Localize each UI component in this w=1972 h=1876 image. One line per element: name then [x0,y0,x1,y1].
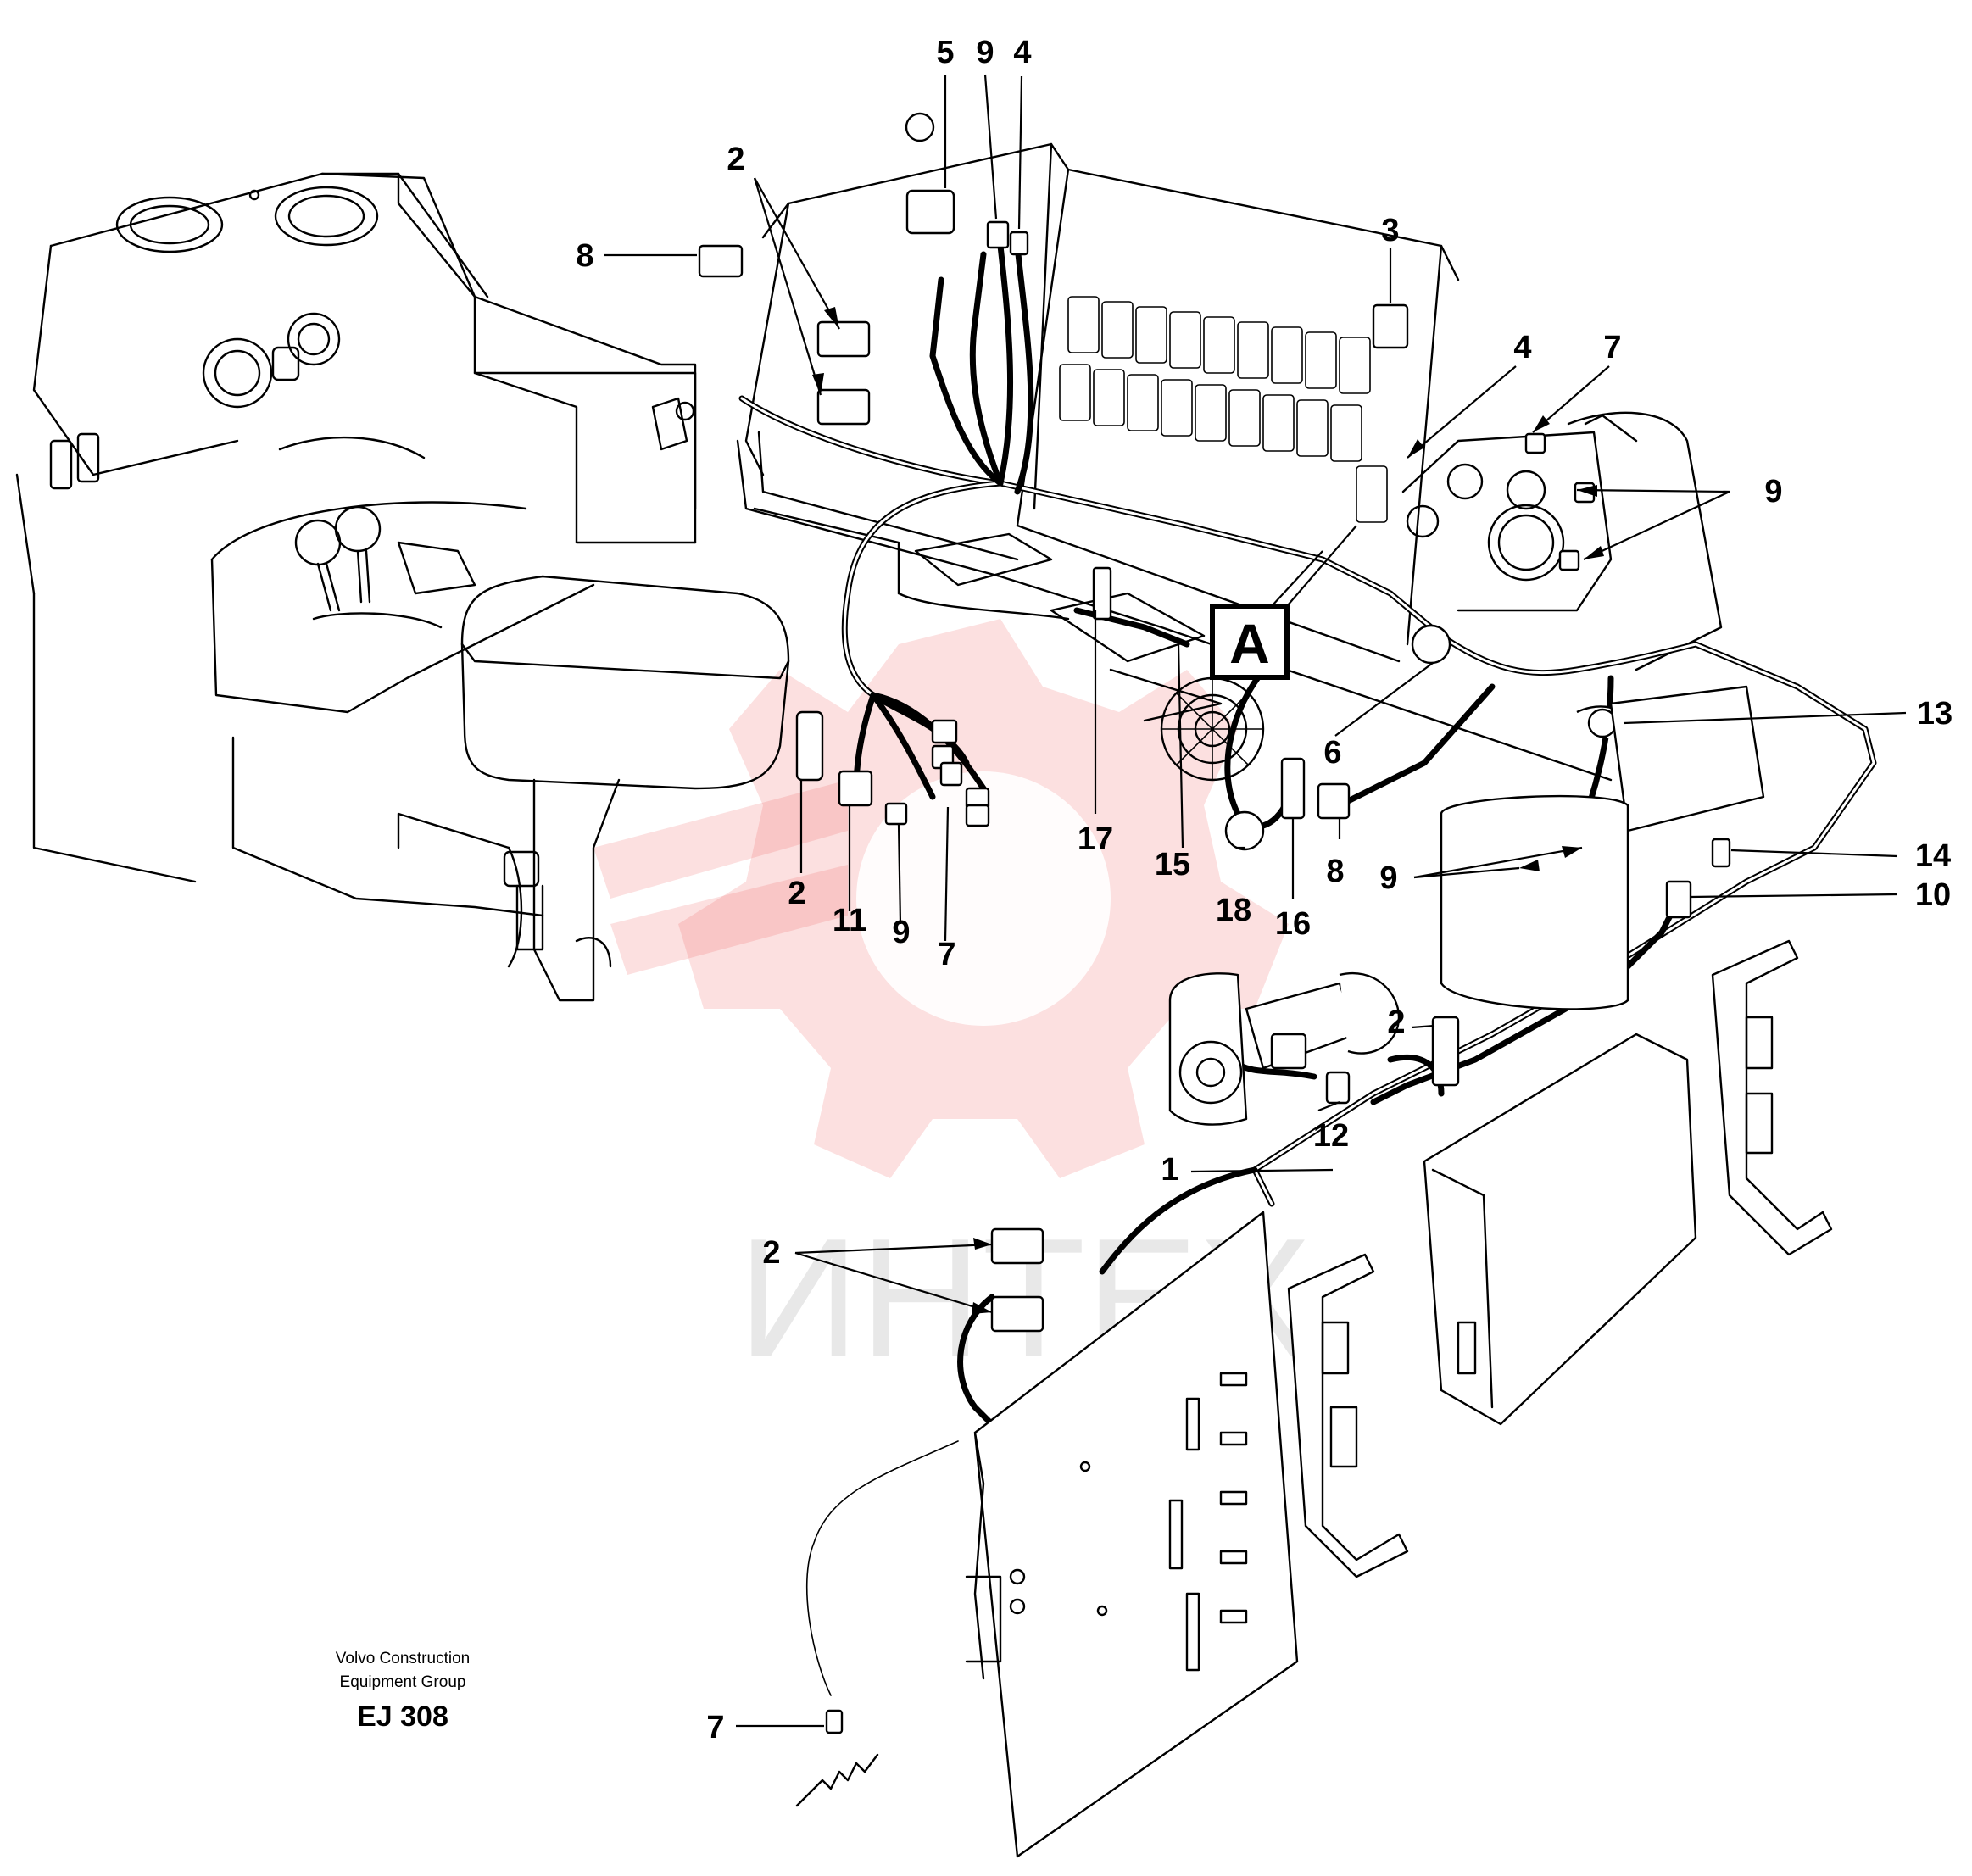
callout-8: 8 [1326,854,1344,889]
callout-14: 14 [1915,838,1951,874]
callout-18: 18 [1216,893,1251,928]
callout-2: 2 [727,142,744,177]
callout-3: 3 [1381,213,1399,248]
connector-components [698,112,1833,1858]
callout-labels: 5 9 4 2 8 3 4 7 9 13 6 14 10 9 8 16 18 1… [576,35,1953,1745]
watermark-gear-logo [593,619,1289,1178]
leader-lines [604,74,1907,1728]
callout-15: 15 [1155,847,1190,882]
main-wiring-harness [738,242,1877,1696]
callout-9: 9 [1764,474,1782,509]
rocker-switch-bank [1059,296,1388,523]
callout-9: 9 [1379,860,1397,896]
callout-4: 4 [1513,330,1531,365]
detail-marker-a: A [1210,525,1357,680]
callout-7: 7 [938,937,955,972]
callout-5: 5 [936,35,954,70]
callout-9: 9 [976,35,994,70]
callout-1: 1 [1161,1152,1178,1188]
footer-company-line2: Equipment Group [340,1673,466,1691]
callout-13: 13 [1917,696,1953,732]
callout-6: 6 [1323,735,1341,771]
callout-2: 2 [762,1235,780,1271]
callout-12: 12 [1313,1118,1349,1154]
callout-17: 17 [1078,821,1113,857]
callout-11: 11 [833,903,866,938]
callout-4: 4 [1013,35,1031,70]
callout-7: 7 [706,1710,724,1745]
callout-16: 16 [1275,906,1311,942]
callout-2: 2 [788,876,805,911]
footer-credit: Volvo Construction Equipment Group EJ 30… [336,1650,470,1733]
detail-marker-letter: A [1229,612,1270,675]
footer-company-line1: Volvo Construction [336,1650,470,1667]
callout-9: 9 [892,915,910,950]
leader-arrowheads [812,307,1604,1314]
callout-7: 7 [1603,330,1621,365]
cab-console-drawing [15,172,790,1002]
callout-8: 8 [576,238,593,274]
footer-figure-code: EJ 308 [357,1701,448,1733]
callout-2: 2 [1387,1005,1405,1040]
callout-10: 10 [1915,877,1951,913]
